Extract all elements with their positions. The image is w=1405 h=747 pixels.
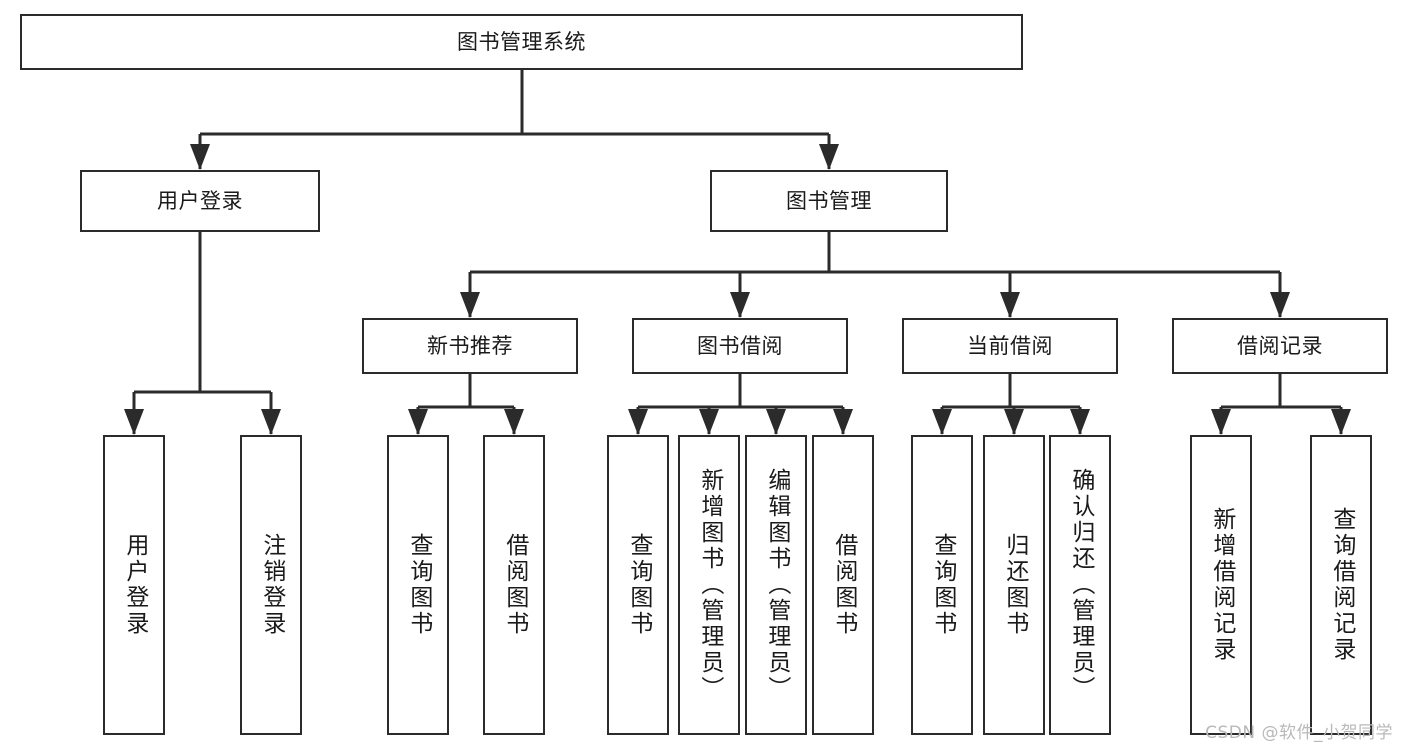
node-label: 借阅图书 xyxy=(830,533,857,637)
arrowhead-leaf-add-book xyxy=(699,409,719,435)
node-new-book-rec[interactable]: 新书推荐 xyxy=(362,318,578,374)
node-borrow-record[interactable]: 借阅记录 xyxy=(1172,318,1388,374)
leaf-node-leaf-query-book-2[interactable]: 查询图书 xyxy=(607,435,669,735)
node-label: 图书管理系统 xyxy=(457,29,586,54)
node-label: 新增借阅记录 xyxy=(1208,507,1235,663)
node-label: 当前借阅 xyxy=(967,333,1053,358)
node-label: 确认归还（管理员） xyxy=(1067,468,1094,702)
root-node-root[interactable]: 图书管理系统 xyxy=(20,14,1023,70)
leaf-node-leaf-add-book[interactable]: 新增图书（管理员） xyxy=(678,435,740,735)
node-label: 新增图书（管理员） xyxy=(696,468,723,702)
arrowhead-new-book-rec xyxy=(460,292,480,318)
node-label: 归还图书 xyxy=(1001,533,1028,637)
arrowhead-borrow-record xyxy=(1270,292,1290,318)
arrowhead-leaf-user-logout xyxy=(261,409,281,435)
arrowhead-user-login xyxy=(190,144,210,170)
arrowhead-book-manage xyxy=(819,144,839,170)
arrowhead-current-borrow xyxy=(1000,292,1020,318)
leaf-node-leaf-add-record[interactable]: 新增借阅记录 xyxy=(1190,435,1252,735)
node-label: 借阅记录 xyxy=(1237,333,1323,358)
leaf-node-leaf-query-record[interactable]: 查询借阅记录 xyxy=(1310,435,1372,735)
watermark-text: CSDN @软件_小贺同学 xyxy=(1205,723,1393,743)
leaf-node-leaf-return-book[interactable]: 归还图书 xyxy=(983,435,1045,735)
node-label: 图书借阅 xyxy=(697,333,783,358)
leaf-node-leaf-confirm-return[interactable]: 确认归还（管理员） xyxy=(1049,435,1111,735)
leaf-node-leaf-user-logout[interactable]: 注销登录 xyxy=(240,435,302,735)
node-book-borrow[interactable]: 图书借阅 xyxy=(632,318,848,374)
leaf-node-leaf-borrow-book-1[interactable]: 借阅图书 xyxy=(483,435,545,735)
node-label: 查询借阅记录 xyxy=(1328,507,1355,663)
arrowhead-leaf-return-book xyxy=(1004,409,1024,435)
node-label: 图书管理 xyxy=(786,188,872,213)
node-label: 查询图书 xyxy=(405,533,432,637)
node-user-login[interactable]: 用户登录 xyxy=(80,170,320,232)
leaf-node-leaf-query-book-3[interactable]: 查询图书 xyxy=(911,435,973,735)
node-label: 用户登录 xyxy=(121,533,148,637)
node-label: 编辑图书（管理员） xyxy=(763,468,790,702)
arrowhead-leaf-query-book-2 xyxy=(628,409,648,435)
node-label: 新书推荐 xyxy=(427,333,513,358)
arrowhead-leaf-query-book-1 xyxy=(408,409,428,435)
leaf-node-leaf-query-book-1[interactable]: 查询图书 xyxy=(387,435,449,735)
arrowhead-leaf-query-record xyxy=(1331,409,1351,435)
leaf-node-leaf-borrow-book-2[interactable]: 借阅图书 xyxy=(812,435,874,735)
arrowhead-leaf-borrow-book-1 xyxy=(504,409,524,435)
node-label: 注销登录 xyxy=(258,533,285,637)
arrowhead-leaf-user-login xyxy=(124,409,144,435)
node-current-borrow[interactable]: 当前借阅 xyxy=(902,318,1118,374)
arrowhead-leaf-query-book-3 xyxy=(932,409,952,435)
node-book-manage[interactable]: 图书管理 xyxy=(710,170,948,232)
node-label: 查询图书 xyxy=(625,533,652,637)
node-label: 用户登录 xyxy=(157,188,243,213)
arrowhead-book-borrow xyxy=(730,292,750,318)
arrowhead-leaf-edit-book xyxy=(766,409,786,435)
node-label: 查询图书 xyxy=(929,533,956,637)
leaf-node-leaf-edit-book[interactable]: 编辑图书（管理员） xyxy=(745,435,807,735)
arrowhead-leaf-add-record xyxy=(1211,409,1231,435)
arrowhead-leaf-confirm-return xyxy=(1070,409,1090,435)
node-label: 借阅图书 xyxy=(501,533,528,637)
arrowhead-leaf-borrow-book-2 xyxy=(833,409,853,435)
leaf-node-leaf-user-login[interactable]: 用户登录 xyxy=(103,435,165,735)
